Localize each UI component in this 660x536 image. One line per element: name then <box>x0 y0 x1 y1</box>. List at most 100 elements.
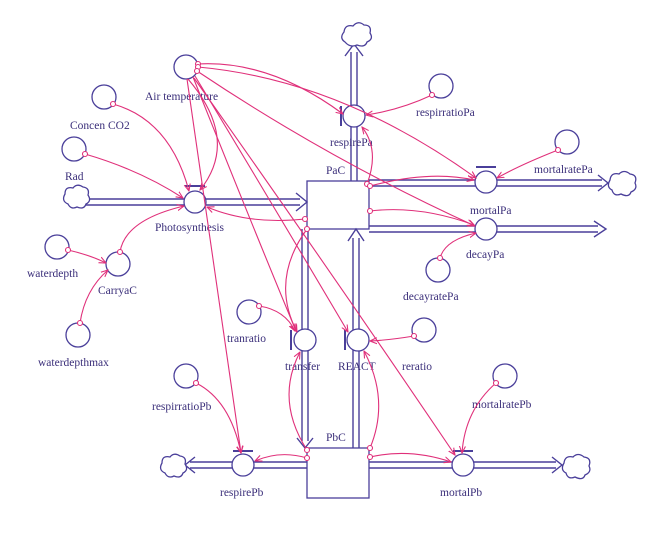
link-dot <box>64 246 72 254</box>
link-dot <box>366 182 374 190</box>
cloud-right-mortal-pa-icon <box>607 170 637 197</box>
aux-carrya-c[interactable] <box>105 251 131 277</box>
link-pbc-mortalpb <box>369 452 451 462</box>
stock-pac-label: PaC <box>326 165 346 177</box>
cloud-right-mortal-pb-icon <box>561 453 591 480</box>
stock-pbc-box[interactable] <box>306 447 370 499</box>
link-dot <box>554 146 562 154</box>
link-mortalratepa-mortalpa <box>497 149 559 178</box>
aux-label-respirratio-pa: respirratioPa <box>416 107 475 119</box>
aux-label-waterdepth: waterdepth <box>27 268 78 280</box>
cloud-left-respire-pb-icon <box>159 453 188 478</box>
aux-label-concen-co2: Concen CO2 <box>70 120 130 132</box>
aux-label-carrya-c: CarryaC <box>98 285 137 297</box>
flow-label-mortal-pb: mortalPb <box>440 487 482 499</box>
valve-respire-pa[interactable] <box>340 104 366 128</box>
aux-mortalrate-pa[interactable] <box>554 129 580 155</box>
aux-label-mortalrate-pb: mortalratePb <box>472 399 532 411</box>
link-dot <box>410 332 418 340</box>
link-dot <box>436 254 444 262</box>
aux-decayrate-pa[interactable] <box>425 257 451 283</box>
aux-waterdepth[interactable] <box>44 234 70 260</box>
aux-label-decayrate-pa: decayratePa <box>403 291 459 303</box>
link-airtemp-transfer <box>192 76 296 331</box>
aux-respirratio-pb[interactable] <box>173 363 199 389</box>
link-dot <box>366 453 374 461</box>
link-dot <box>303 454 311 462</box>
link-airtemp-mortalpb <box>193 77 455 455</box>
link-carryac-photosynthesis <box>119 206 184 253</box>
flow-label-transfer: transfer <box>285 361 320 373</box>
link-dot <box>303 225 311 233</box>
link-dot <box>492 379 500 387</box>
link-dot <box>428 91 436 99</box>
link-dot <box>192 379 200 387</box>
flow-label-decay-pa: decayPa <box>466 249 504 261</box>
link-airtemp-respirepa <box>197 63 343 114</box>
link-pbc-transfer <box>288 352 308 451</box>
link-waterdepthmax-carryac <box>79 270 108 324</box>
aux-label-reratio: reratio <box>402 361 432 373</box>
link-dot <box>301 215 309 223</box>
link-co2-photosynthesis <box>112 103 189 191</box>
connector-links <box>64 60 562 463</box>
link-pbc-react <box>364 351 380 449</box>
link-pbc-respirepb <box>255 454 308 461</box>
link-tranratio-transfer <box>258 305 295 331</box>
aux-tranratio[interactable] <box>236 299 262 325</box>
link-mortalratepb-mortalpb <box>462 382 497 453</box>
link-reratio-react <box>370 335 415 341</box>
link-respirratiopa-respirepa <box>366 94 433 115</box>
flow-label-mortal-pa: mortalPa <box>470 205 512 217</box>
flow-label-react: REACT <box>338 361 376 373</box>
link-dot <box>109 100 117 108</box>
link-pac-mortalpa <box>369 176 474 187</box>
link-waterdepth-carryac <box>67 249 106 263</box>
flow-label-respire-pa: respirePa <box>330 137 373 149</box>
aux-label-mortalrate-pa: mortalratePa <box>534 164 593 176</box>
stock-pbc-label: PbC <box>326 432 346 444</box>
aux-mortalrate-pb[interactable] <box>492 363 518 389</box>
aux-waterdepthmax[interactable] <box>65 322 91 348</box>
aux-label-waterdepthmax: waterdepthmax <box>38 357 109 369</box>
link-airtemp-react <box>194 75 348 332</box>
aux-rad[interactable] <box>61 136 87 162</box>
link-respirratiopb-respirepb <box>195 382 241 453</box>
link-dot <box>366 207 374 215</box>
aux-respirratio-pa[interactable] <box>428 73 454 99</box>
cloud-top-icon <box>341 22 373 47</box>
link-decayratepa-decaypa <box>439 233 476 259</box>
aux-reratio[interactable] <box>411 317 437 343</box>
valve-mortal-pa[interactable] <box>474 166 498 194</box>
link-rad-photosynthesis <box>84 153 183 198</box>
aux-label-tranratio: tranratio <box>227 333 266 345</box>
flow-label-respire-pb: respirePb <box>220 487 264 499</box>
link-airtemp-mortalpa <box>197 66 476 178</box>
valve-respire-pb[interactable] <box>231 450 255 477</box>
aux-label-rad: Rad <box>65 171 84 183</box>
link-dot <box>303 446 311 454</box>
link-pac-transfer <box>285 228 308 332</box>
link-dot <box>116 248 124 256</box>
link-dot <box>76 319 84 327</box>
link-dot <box>193 67 201 75</box>
link-dot <box>81 150 89 158</box>
link-airtemp-respirepb <box>186 78 241 453</box>
link-pac-photosynthesis <box>207 207 306 222</box>
aux-label-respirratio-pb: respirratioPb <box>152 401 212 413</box>
valve-transfer[interactable] <box>290 328 317 352</box>
link-airtemp-photosynthesis <box>187 78 218 190</box>
valve-react[interactable] <box>344 328 370 352</box>
aux-air-temperature[interactable] <box>173 54 199 80</box>
link-pac-respirepa <box>362 127 373 185</box>
link-dot <box>366 444 374 452</box>
cloud-left-photosynthesis-icon <box>62 184 91 209</box>
flow-label-photosynthesis: Photosynthesis <box>155 222 225 234</box>
valve-decay-pa[interactable] <box>474 217 498 241</box>
link-dot <box>255 302 263 310</box>
stock-pac-box[interactable] <box>306 180 370 230</box>
link-pac-decaypa <box>369 209 474 225</box>
aux-concen-co2[interactable] <box>91 84 117 110</box>
link-airtemp-decaypa <box>196 70 475 226</box>
